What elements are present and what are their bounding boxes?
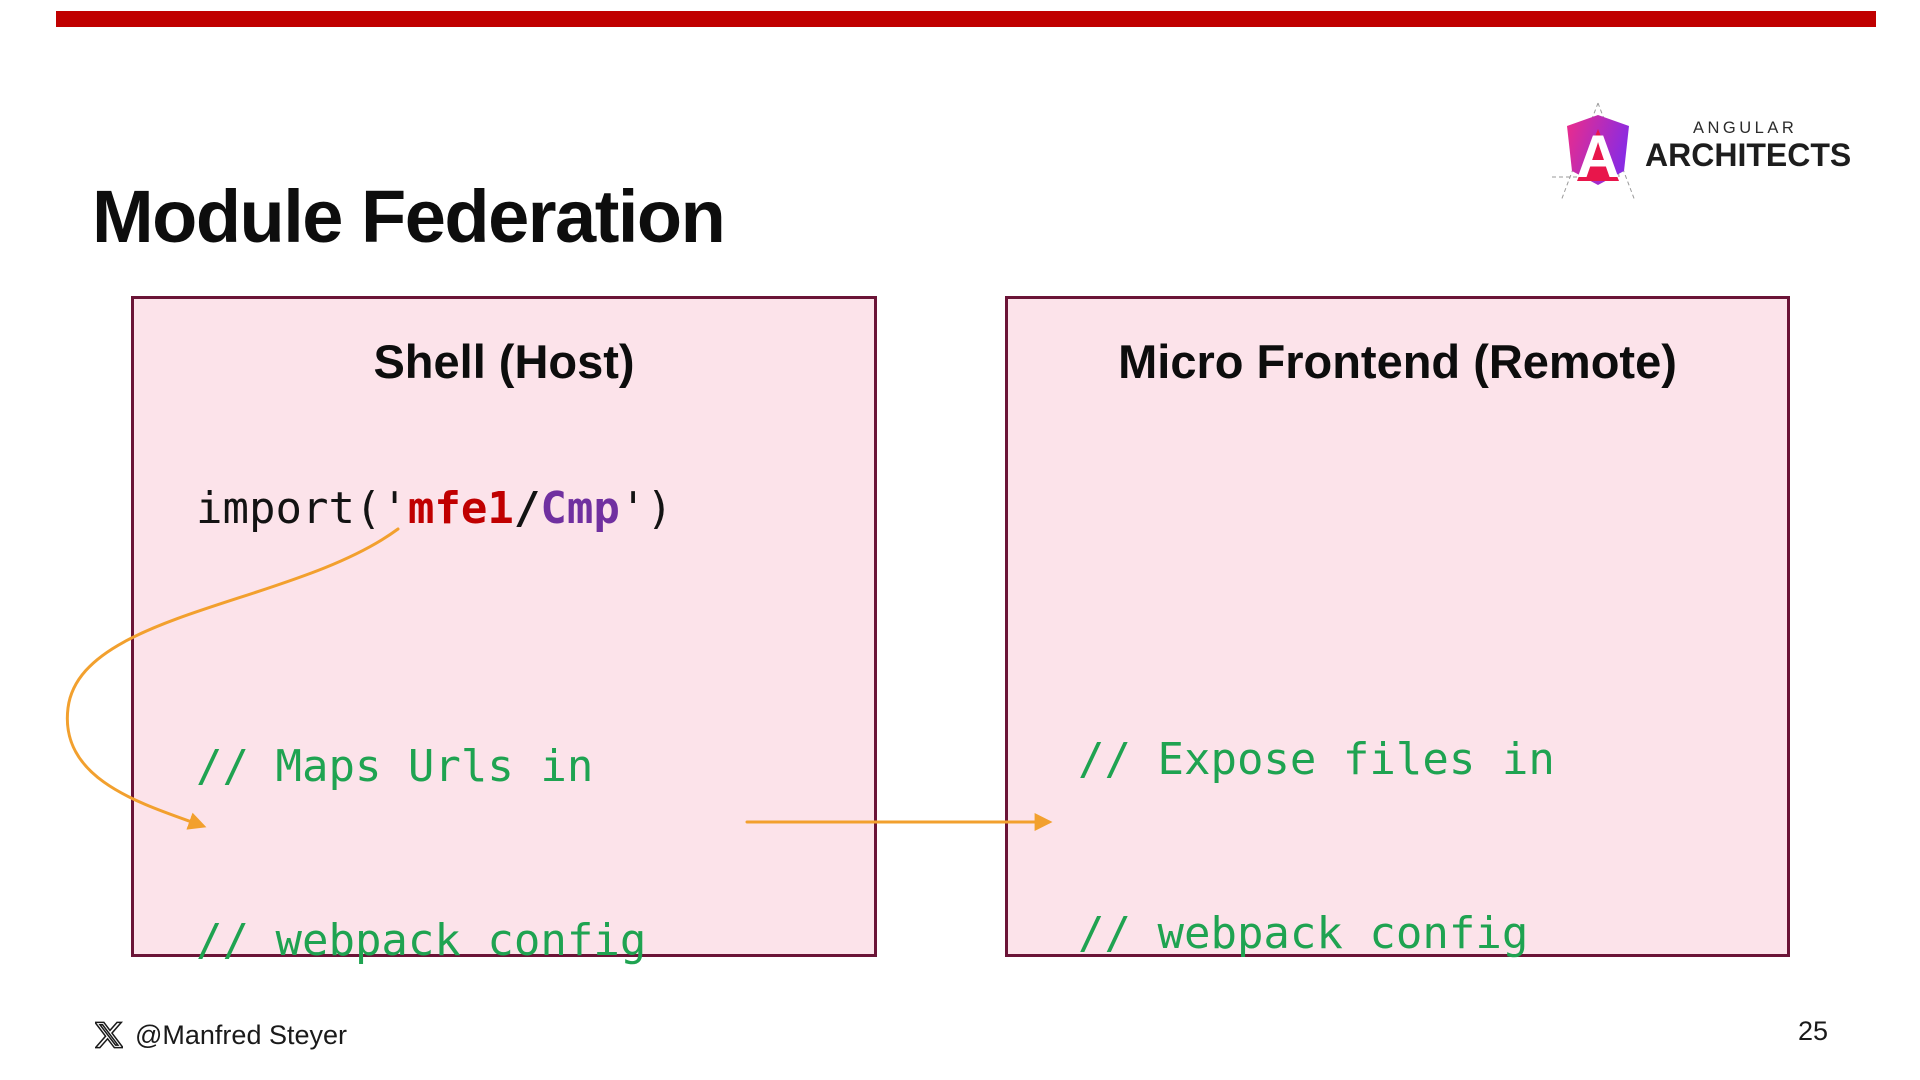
logo-monogram: A: [1576, 123, 1619, 190]
page-title: Module Federation: [92, 174, 726, 258]
shell-webpack-config-code: // Maps Urls in // webpack config remote…: [196, 622, 726, 1080]
top-accent-bar: [56, 11, 1876, 27]
code-comment: // Maps Urls in: [196, 741, 594, 792]
remote-webpack-config-code: // Expose files in // webpack config exp…: [1078, 615, 1714, 1080]
code-comment: // webpack config: [1078, 908, 1529, 959]
code-token-component-name: Cmp: [540, 483, 620, 534]
page-number: 25: [1797, 1016, 1828, 1046]
code-token: import(': [196, 483, 408, 534]
x-twitter-icon: [95, 1021, 123, 1049]
footer: @Manfred Steyer: [95, 1017, 347, 1053]
shell-host-box-title: Shell (Host): [373, 335, 635, 388]
micro-frontend-box: [1005, 296, 1790, 957]
code-token: '): [619, 483, 673, 534]
logo-word-architects: ARCHITECTS: [1645, 137, 1851, 173]
code-comment: // webpack config: [196, 915, 647, 966]
code-token-remote-name: mfe1: [407, 483, 514, 534]
logo-shield: A: [1552, 102, 1636, 202]
author-handle: @Manfred Steyer: [135, 1019, 347, 1050]
micro-frontend-box-title: Micro Frontend (Remote): [1118, 335, 1677, 388]
code-token: /: [513, 483, 541, 534]
angular-architects-logo: A ANGULAR ARCHITECTS: [1552, 102, 1851, 202]
shell-import-statement: import('mfe1/Cmp'): [196, 480, 673, 538]
logo-word-angular: ANGULAR: [1693, 119, 1797, 137]
code-comment: // Expose files in: [1078, 734, 1555, 785]
